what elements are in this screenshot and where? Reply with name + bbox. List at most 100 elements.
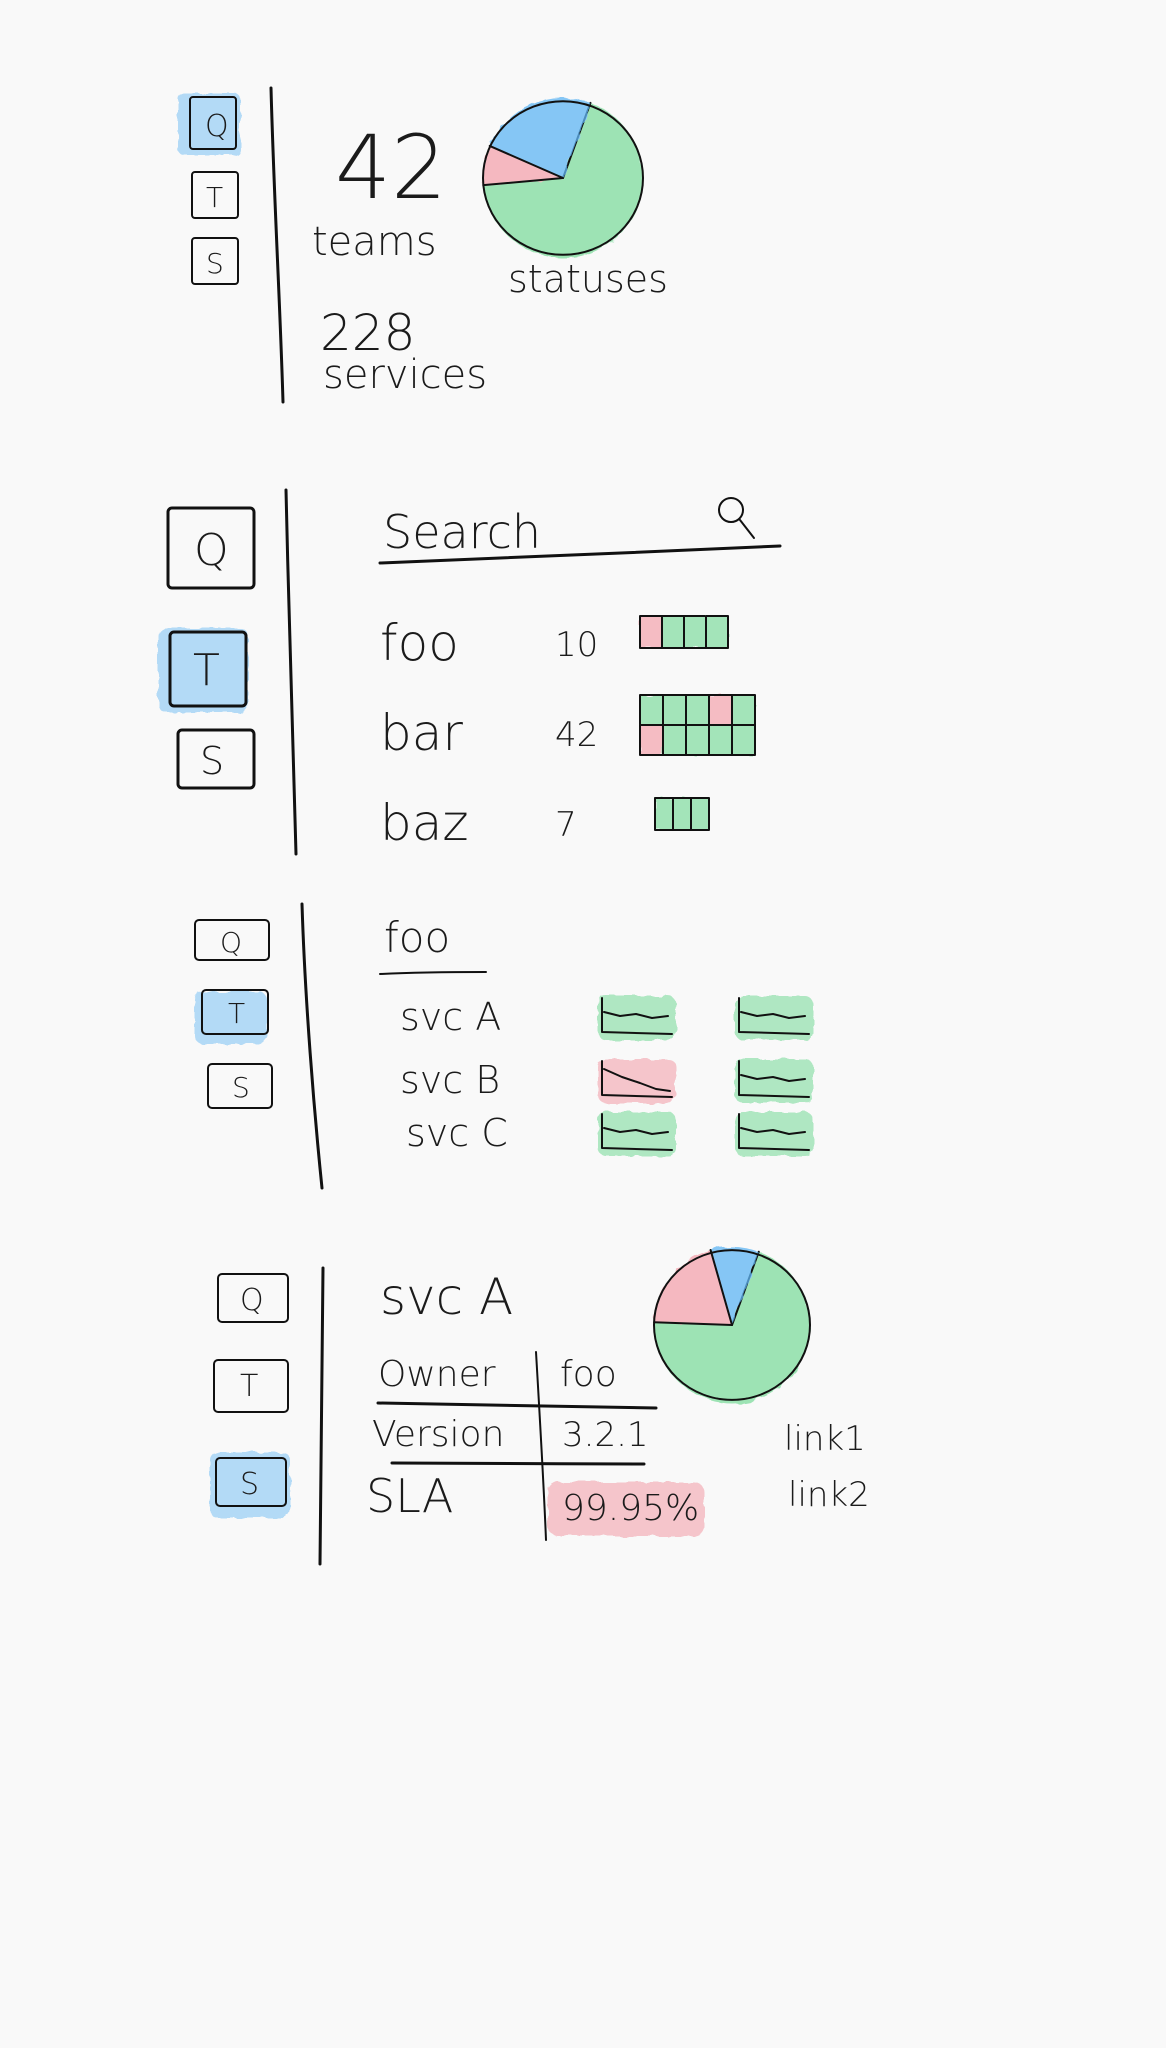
service-pie-slice-edge (709, 1249, 733, 1326)
overview-nav-teams[interactable]: T (191, 171, 239, 219)
status-cell (691, 798, 709, 830)
status-cell (732, 695, 755, 725)
team-row[interactable]: bar 42 (380, 694, 756, 762)
overview-nav-services[interactable]: S (191, 237, 239, 285)
status-cell (640, 695, 663, 725)
table-column-divider (535, 1351, 547, 1541)
statuses-label: statuses (508, 257, 668, 301)
service-status-pie-chart[interactable] (653, 1247, 811, 1403)
status-cell (640, 725, 663, 755)
team-status-bar (654, 797, 710, 831)
teams-icon: T (228, 997, 245, 1030)
sparkline-status-fill (735, 1059, 813, 1103)
status-cell (663, 695, 686, 725)
sparkline-line (740, 1074, 806, 1082)
service-link-1[interactable]: link1 (784, 1419, 866, 1459)
team-name[interactable]: foo (380, 614, 459, 672)
status-cell-border (705, 615, 729, 649)
sla-value: 99.95% (562, 1488, 699, 1529)
team-name[interactable]: baz (380, 794, 469, 852)
sla-status-highlight (548, 1482, 704, 1536)
status-cell (655, 798, 673, 830)
sparkline-axis (738, 1060, 810, 1098)
owner-value[interactable]: foo (560, 1354, 617, 1395)
teams-list-sidebar: Q T S (158, 506, 256, 790)
overview-nav-search[interactable]: Q (189, 96, 237, 150)
team-services-list: svc A svc B svc C (400, 995, 813, 1156)
service-name[interactable]: svc C (406, 1111, 508, 1155)
service-row[interactable]: svc A (400, 995, 813, 1040)
status-cell (663, 725, 686, 755)
service-detail-nav-highlight (210, 1452, 290, 1518)
service-name[interactable]: svc B (400, 1058, 500, 1102)
team-detail-nav-teams[interactable]: T (201, 989, 269, 1035)
teams-list-nav-search[interactable]: Q (166, 506, 256, 590)
team-name[interactable]: bar (380, 704, 463, 762)
status-cell-border (690, 797, 710, 831)
team-detail-nav-highlight (195, 992, 267, 1044)
team-title-underline (379, 971, 487, 975)
sparkline-line (603, 1068, 671, 1092)
services-icon: S (240, 1467, 259, 1502)
service-detail-nav-services[interactable]: S (215, 1457, 287, 1507)
overview-nav-highlight (178, 93, 240, 155)
statuses-pie-slice-edge (482, 177, 564, 187)
teams-list-nav-teams[interactable]: T (168, 630, 248, 708)
services-icon: S (232, 1071, 250, 1104)
search-underline (378, 544, 782, 565)
overview-sidebar-divider (269, 86, 285, 404)
teams-search-box[interactable]: Search (378, 497, 782, 565)
statuses-pie-slice-warning (489, 98, 591, 178)
status-cell (673, 798, 691, 830)
status-cell (662, 616, 684, 648)
service-pie-slice-edge (653, 1321, 733, 1326)
teams-list-nav-services[interactable]: S (176, 728, 256, 790)
search-input[interactable]: Search (383, 505, 541, 559)
service-row[interactable]: svc C (406, 1111, 813, 1156)
service-name[interactable]: svc A (400, 995, 501, 1039)
team-service-count: 42 (555, 715, 598, 755)
service-pie-slice-warning (710, 1247, 759, 1325)
team-detail-nav-services[interactable]: S (207, 1063, 273, 1109)
statuses-pie-chart[interactable] (482, 98, 644, 258)
team-detail-sidebar-divider (300, 902, 324, 1190)
teams-list-sidebar-divider (284, 488, 298, 856)
service-row[interactable]: svc B (400, 1058, 813, 1103)
services-label: services (323, 352, 487, 398)
team-status-bar (639, 694, 756, 756)
service-link-2[interactable]: link2 (788, 1475, 870, 1515)
status-cell (732, 725, 755, 755)
status-cell (640, 616, 662, 648)
status-cell (684, 616, 706, 648)
teams-icon: T (193, 645, 220, 696)
overview-screen: Q T S 42 teams 228 services statuses (178, 86, 668, 404)
owner-label: Owner (378, 1354, 496, 1395)
sla-label: SLA (366, 1469, 453, 1523)
statuses-pie-slice-ok (483, 102, 644, 258)
sparkline-axis (601, 997, 673, 1035)
team-detail-nav-search[interactable]: Q (194, 919, 270, 961)
sparkline-status-fill (735, 1112, 813, 1156)
service-detail-sidebar: Q T S (210, 1273, 290, 1518)
search-icon: Q (220, 926, 242, 959)
table-row-divider-2 (390, 1461, 646, 1466)
sparkline-line (603, 1127, 669, 1135)
services-icon: S (200, 739, 224, 783)
service-detail-nav-search[interactable]: Q (217, 1273, 289, 1323)
service-sparkline (735, 1112, 813, 1156)
service-sparkline (598, 1059, 676, 1103)
services-icon: S (206, 247, 224, 280)
service-detail-nav-teams[interactable]: T (213, 1359, 289, 1413)
services-count: 228 (320, 304, 415, 362)
sparkline-axis (738, 997, 810, 1035)
teams-count: 42 (335, 116, 447, 219)
service-sparkline (598, 996, 676, 1040)
service-pie-slice-failing (654, 1250, 732, 1325)
service-pie-outline (653, 1249, 811, 1401)
magnifier-icon[interactable] (718, 497, 755, 539)
team-title: foo (384, 913, 450, 962)
